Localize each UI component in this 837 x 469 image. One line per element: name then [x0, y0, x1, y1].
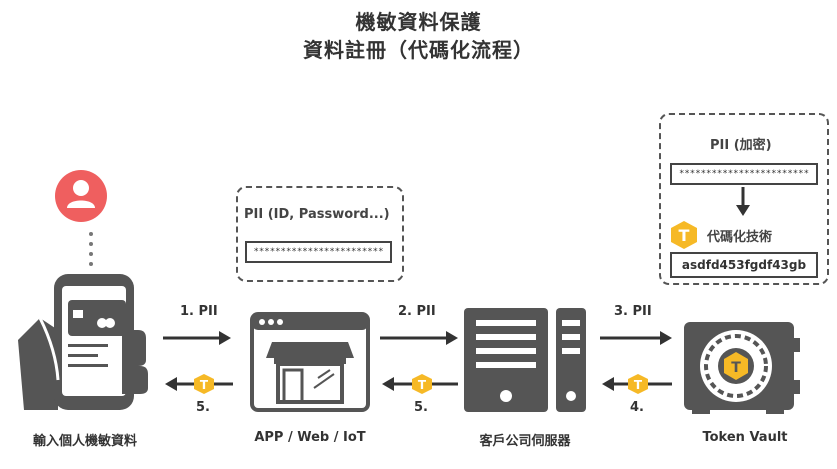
storefront-icon [250, 312, 370, 412]
app-pii-box [236, 186, 404, 282]
vault-token-letter: T [731, 360, 741, 376]
server-icon [464, 308, 586, 412]
down-arrow-icon [736, 187, 750, 216]
token-tech-icon: T [671, 221, 697, 249]
token-value-field: asdfd453fgdf43gb [670, 252, 818, 278]
arrow-step3 [600, 331, 672, 345]
step4-label: 4. [630, 400, 644, 415]
caption-vault: Token Vault [702, 430, 788, 445]
caption-app: APP / Web / IoT [254, 430, 366, 445]
vault-icon: T [684, 322, 800, 414]
step3-label: 3. PII [614, 304, 652, 319]
step5-app-label: 5. [196, 400, 210, 415]
dotted-connector [89, 232, 93, 266]
title-line1: 機敏資料保護 [355, 10, 482, 34]
token-tech-label: 代碼化技術 [707, 230, 773, 245]
arrow-step5-app: T [165, 374, 233, 394]
caption-user: 輸入個人機敏資料 [32, 434, 137, 449]
arrow-step1 [163, 331, 231, 345]
app-pii-label: PII (ID, Password...) [244, 207, 390, 222]
caption-server: 客戶公司伺服器 [479, 434, 571, 449]
token-letter: T [418, 378, 427, 392]
arrow-step5-server: T [382, 374, 458, 394]
user-avatar-icon [55, 170, 107, 222]
phone-hand-icon [18, 274, 148, 410]
title-line2: 資料註冊（代碼化流程） [303, 38, 534, 62]
arrow-step2 [380, 331, 458, 345]
arrow-step4: T [602, 374, 672, 394]
step1-label: 1. PII [180, 304, 218, 319]
app-masked-field: ************************ [245, 241, 392, 263]
token-letter: T [634, 378, 643, 392]
token-letter: T [679, 226, 690, 245]
step5-server-label: 5. [414, 400, 428, 415]
token-letter: T [200, 378, 209, 392]
step2-label: 2. PII [398, 304, 436, 319]
vault-pii-label: PII (加密) [710, 138, 772, 153]
vault-masked-field: ************************ [670, 163, 818, 185]
vault-pii-box [659, 113, 829, 285]
